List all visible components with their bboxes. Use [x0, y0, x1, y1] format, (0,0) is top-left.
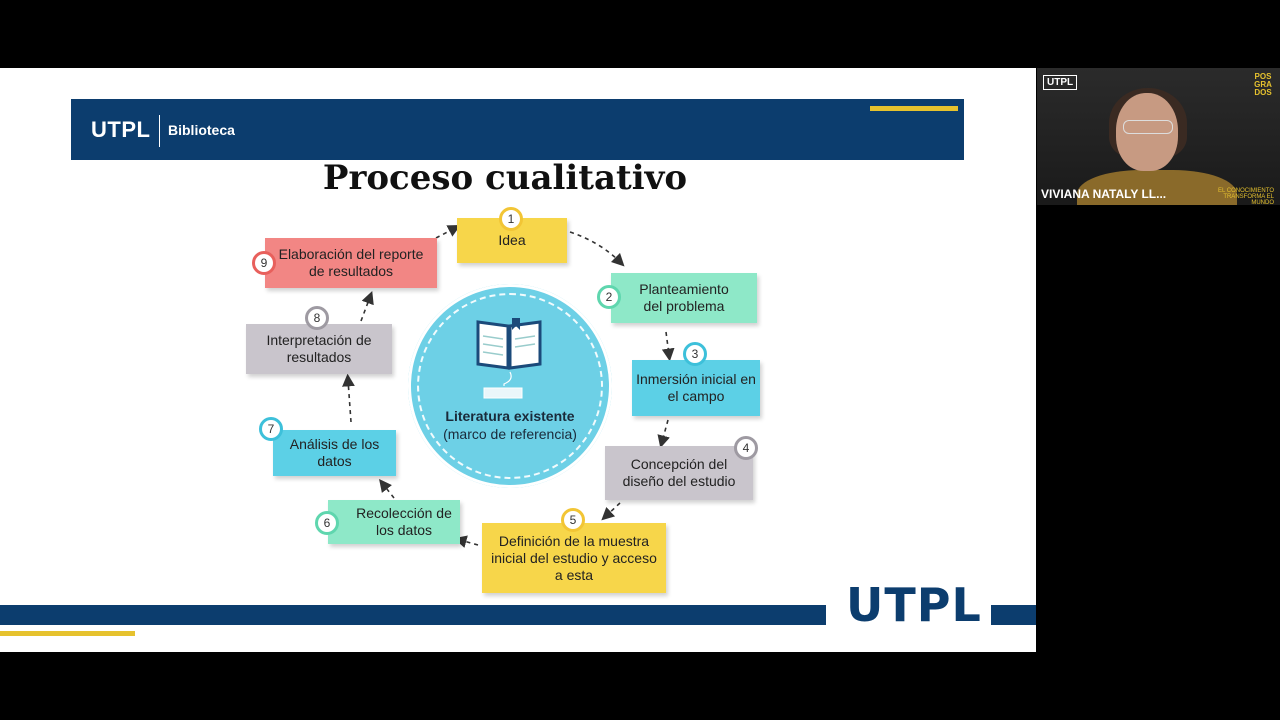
camera-tagline: EL CONOCIMIENTO TRANSFORMA EL MUNDO [1217, 188, 1274, 205]
arrow-7-8 [342, 373, 355, 423]
step-9-number: 9 [252, 251, 276, 275]
footer-bar [0, 605, 826, 625]
step-label: Idea [498, 232, 526, 248]
slide-title: Proceso cualitativo [322, 158, 688, 198]
header-accent-line [870, 106, 958, 111]
step-3-box: Inmersión inicial en el campo [632, 360, 760, 416]
step-6-box: Recolección de los datos [328, 500, 460, 544]
circle-arrow-tip [462, 266, 470, 274]
step-5-number: 5 [561, 508, 585, 532]
step-label: Definición de la muestra inicial del est… [491, 532, 657, 583]
step-8-number: 8 [305, 306, 329, 330]
arrow-9-1 [435, 225, 461, 239]
step-7-box: Análisis de los datos [273, 430, 396, 476]
logo-divider [159, 115, 160, 147]
utpl-logo: UTPL [91, 117, 151, 142]
step-label: Inmersión inicial en el campo [636, 371, 756, 404]
step-2-number: 2 [597, 285, 621, 309]
footer-accent-line [0, 631, 135, 636]
arrow-3-4 [657, 419, 670, 449]
presentation-slide: UTPL Biblioteca Proceso cualitativo [0, 68, 1036, 652]
center-subtitle: (marco de referencia) [443, 426, 577, 442]
badge-text: POS GRA DOS [1254, 72, 1272, 97]
step-3-number: 3 [683, 342, 707, 366]
step-label: Interpretación de resultados [266, 332, 372, 365]
arrow-8-9 [360, 291, 374, 322]
center-title: Literatura existente [445, 408, 575, 424]
arrow-6-7 [379, 478, 395, 499]
step-label: Planteamiento del problema [639, 281, 729, 314]
step-5-box: Definición de la muestra inicial del est… [482, 523, 666, 593]
step-label: Recolección de los datos [356, 505, 452, 538]
step-label: Elaboración del reporte de resultados [278, 246, 424, 279]
step-2-box: Planteamiento del problema [611, 273, 757, 323]
step-label: Análisis de los datos [289, 436, 380, 469]
open-book-icon [476, 318, 542, 399]
glasses-icon [1123, 120, 1173, 134]
step-1-number: 1 [499, 207, 523, 231]
step-8-box: Interpretación de resultados [246, 324, 392, 374]
arrow-1-2 [569, 231, 625, 267]
slide-header-bar: UTPL Biblioteca [71, 99, 964, 160]
cycle-arrows [342, 225, 675, 548]
biblioteca-label: Biblioteca [168, 122, 235, 138]
step-6-number: 6 [315, 511, 339, 535]
arrow-4-5 [601, 502, 621, 521]
step-7-number: 7 [259, 417, 283, 441]
posgrados-badge: POS GRA DOS [1254, 73, 1272, 97]
step-9-box: Elaboración del reporte de resultados [265, 238, 437, 288]
footer-bar-right [991, 605, 1036, 625]
camera-utpl-logo: UTPL [1043, 75, 1078, 90]
participant-body [1077, 170, 1237, 205]
participant-name: VIVIANA NATALY LL... [1041, 187, 1167, 201]
arrow-2-3 [661, 331, 675, 362]
step-label: Concepción del diseño del estudio [622, 456, 736, 489]
center-dashed-ring [417, 293, 603, 479]
arrow-5-6 [453, 535, 479, 548]
step-4-number: 4 [734, 436, 758, 460]
participant-video-tile[interactable]: UTPL POS GRA DOS VIVIANA NATALY LL... EL… [1037, 68, 1280, 205]
footer-utpl-logo: UTPL [846, 578, 982, 632]
step-4-box: Concepción del diseño del estudio [605, 446, 753, 500]
